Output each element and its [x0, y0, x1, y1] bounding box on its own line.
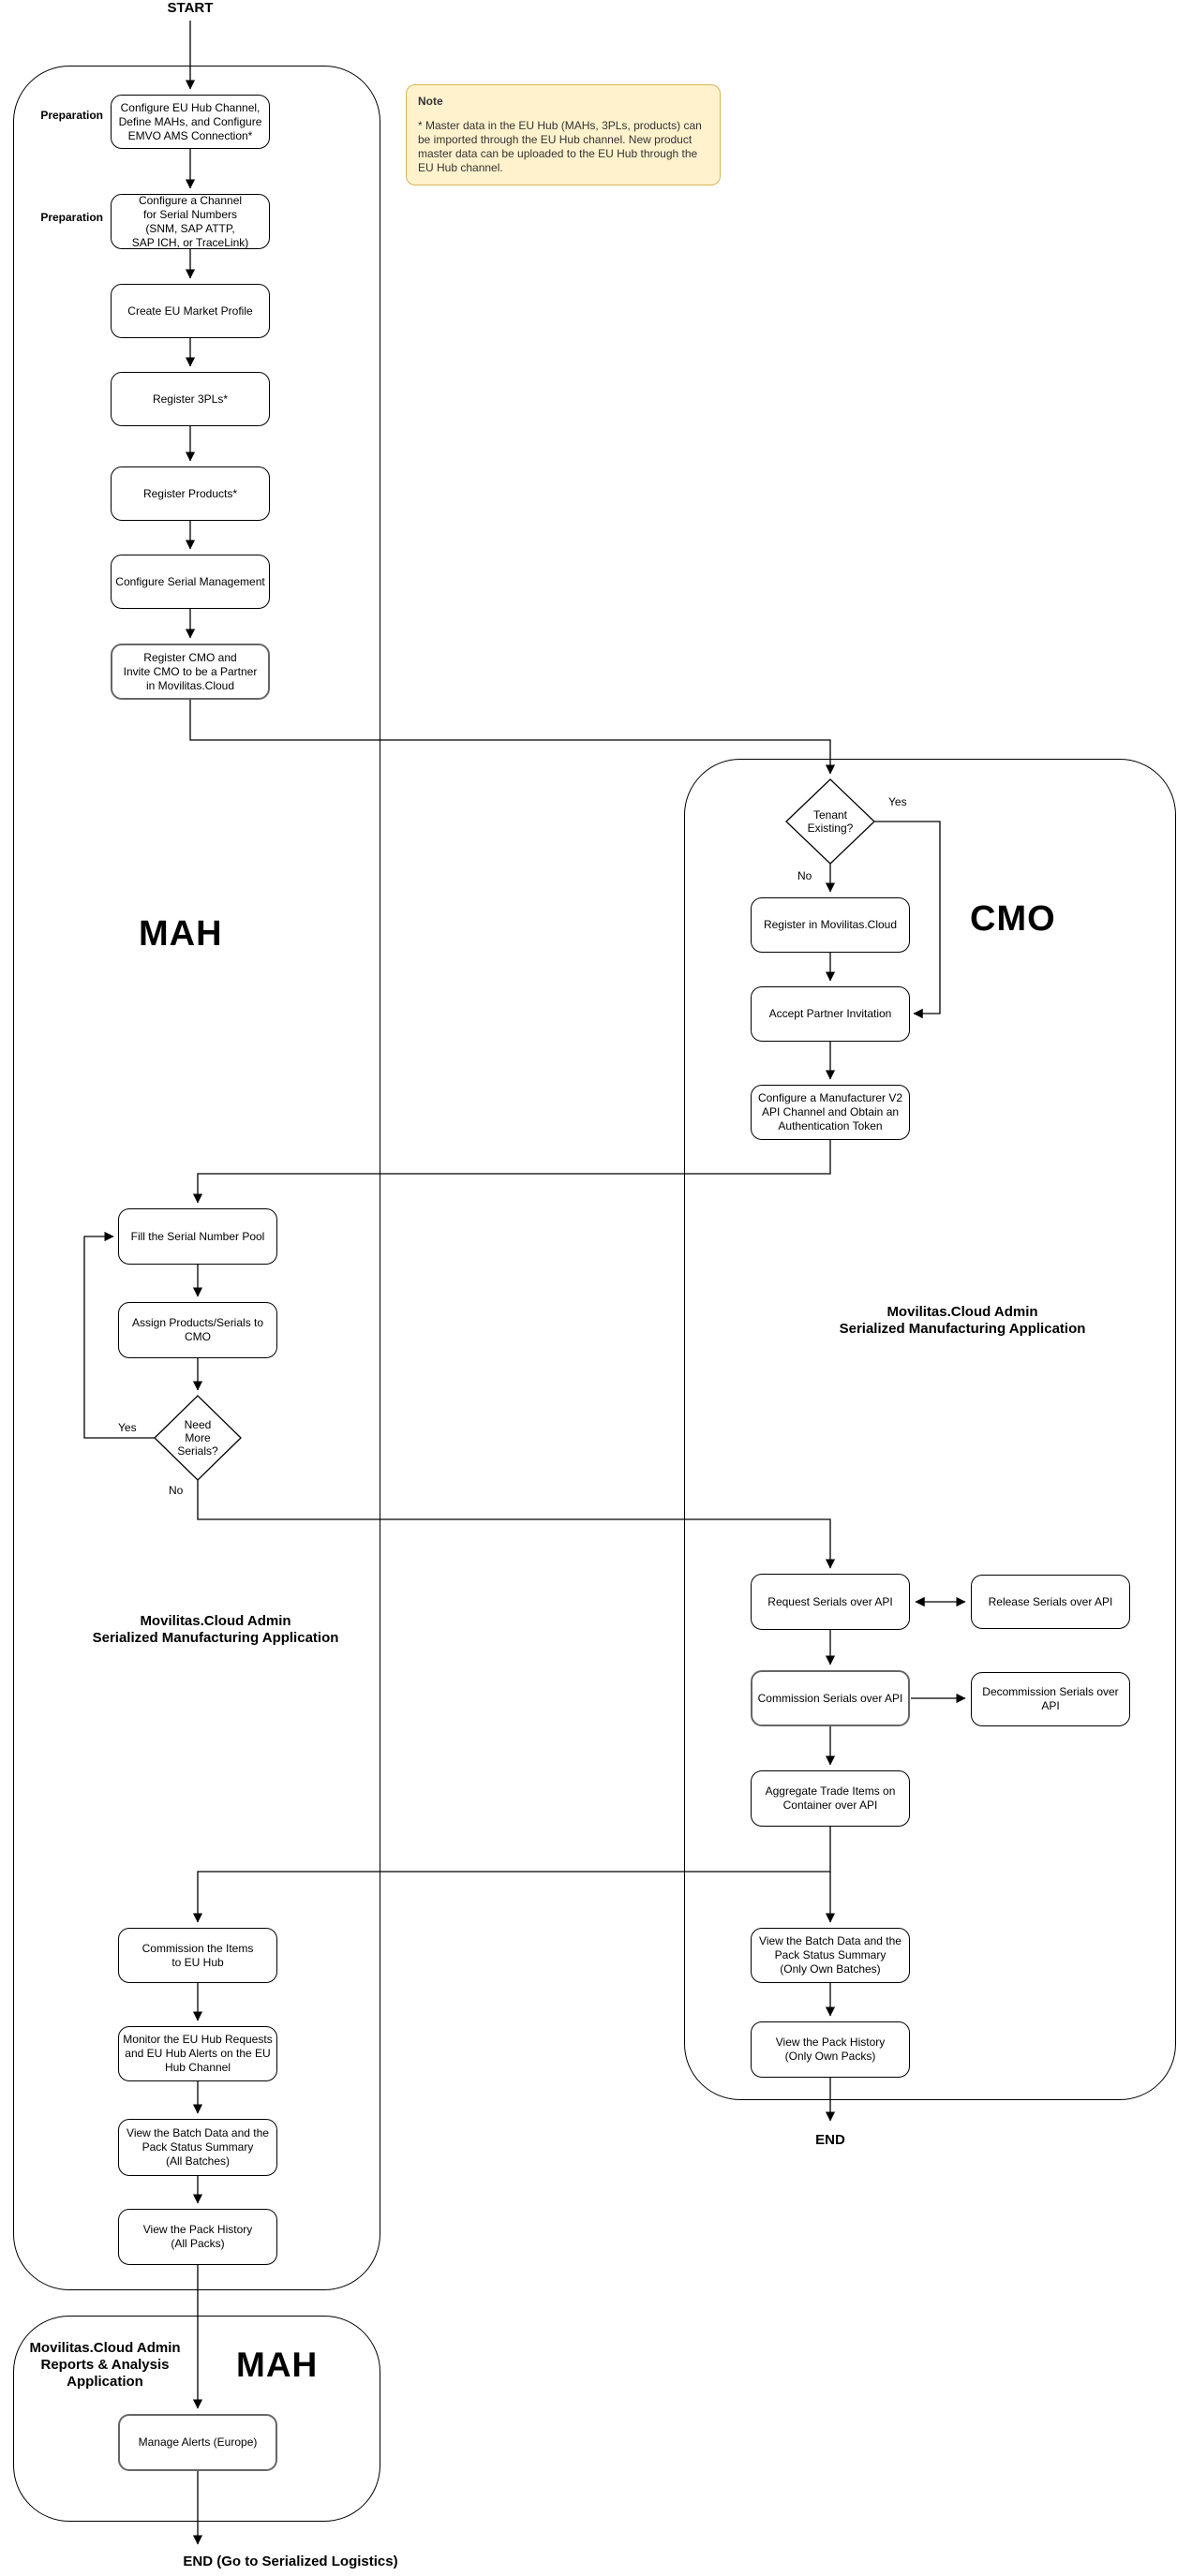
tenant-yes-label: Yes [888, 795, 907, 808]
mah-lane-container [13, 66, 380, 2290]
edge-register-cmo-to-tenant-diamond [189, 700, 836, 775]
note-box: Note * Master data in the EU Hub (MAHs, … [406, 84, 721, 185]
node-manage-alerts-europe: Manage Alerts (Europe) [118, 2414, 277, 2471]
cmo-lane-container [684, 759, 1176, 2100]
node-commission-serials-over-api: Commission Serials over API [751, 1670, 910, 1726]
mah-reports-app-title: Movilitas.Cloud Admin Reports & Analysis… [29, 2340, 181, 2390]
node-monitor-eu-hub-requests: Monitor the EU Hub Requests and EU Hub A… [118, 2026, 277, 2081]
node-accept-partner-invitation: Accept Partner Invitation [751, 986, 910, 1042]
node-configure-eu-hub: Configure EU Hub Channel, Define MAHs, a… [111, 95, 270, 149]
end-label-cmo: END [815, 2132, 845, 2148]
node-register-3pls: Register 3PLs* [111, 372, 270, 426]
node-fill-serial-number-pool: Fill the Serial Number Pool [118, 1208, 277, 1265]
node-commission-items-to-eu-hub: Commission the Items to EU Hub [118, 1928, 277, 1983]
start-label: START [167, 0, 214, 16]
node-register-products: Register Products* [111, 466, 270, 521]
mah-reports-lane-title: MAH [236, 2346, 319, 2384]
note-body: * Master data in the EU Hub (MAHs, 3PLs,… [418, 119, 702, 174]
need-more-serials-diamond [154, 1395, 242, 1481]
tenant-existing-diamond [785, 778, 875, 865]
node-request-serials-over-api: Request Serials over API [751, 1574, 910, 1630]
node-decommission-serials-over-api: Decommission Serials over API [971, 1672, 1130, 1726]
serials-no-label: No [169, 1484, 184, 1497]
serials-yes-label: Yes [118, 1421, 137, 1434]
node-view-pack-history-own: View the Pack History (Only Own Packs) [751, 2021, 910, 2078]
node-aggregate-trade-items: Aggregate Trade Items on Container over … [751, 1770, 910, 1827]
cmo-lane-title: CMO [970, 899, 1056, 939]
tenant-no-label: No [797, 869, 812, 882]
edge-need-more-no-to-request-serials [197, 1480, 836, 1569]
node-register-cmo-invite-partner: Register CMO and Invite CMO to be a Part… [111, 644, 270, 700]
node-view-batch-data-own: View the Batch Data and the Pack Status … [751, 1928, 910, 1983]
node-register-in-movilitas-cloud: Register in Movilitas.Cloud [751, 897, 910, 953]
node-create-eu-market-profile: Create EU Market Profile [111, 284, 270, 338]
preparation-label-1: Preparation [40, 109, 103, 122]
note-title: Note [418, 95, 443, 108]
end-label-final: END (Go to Serialized Logistics) [183, 2554, 398, 2569]
cmo-app-title: Movilitas.Cloud Admin Serialized Manufac… [839, 1304, 1086, 1337]
mah-lane-title: MAH [139, 914, 223, 954]
mah-reports-lane-container [13, 2316, 380, 2522]
node-assign-products-serials-to-cmo: Assign Products/Serials to CMO [118, 1302, 277, 1358]
mah-app-title: Movilitas.Cloud Admin Serialized Manufac… [92, 1613, 339, 1646]
decision-tenant-existing-label: Tenant Existing? [807, 808, 854, 835]
decision-need-more-serials-label: Need More Serials? [177, 1418, 218, 1458]
node-configure-channel-serial-numbers: Configure a Channel for Serial Numbers (… [111, 194, 270, 249]
edge-tenant-yes-to-accept-partner [874, 821, 941, 1019]
edge-aggregate-to-commission-items [192, 1827, 831, 1923]
edge-need-more-yes-loop-to-fill-pool [83, 1231, 155, 1439]
edge-configure-manufacturer-to-fill-pool [192, 1140, 831, 1204]
node-configure-manufacturer-v2-api: Configure a Manufacturer V2 API Channel … [751, 1085, 910, 1140]
node-configure-serial-management: Configure Serial Management [111, 555, 270, 609]
node-release-serials-over-api: Release Serials over API [971, 1575, 1130, 1629]
node-view-pack-history-all: View the Pack History (All Packs) [118, 2209, 277, 2265]
node-view-batch-data-all: View the Batch Data and the Pack Status … [118, 2119, 277, 2176]
preparation-label-2: Preparation [40, 211, 103, 224]
